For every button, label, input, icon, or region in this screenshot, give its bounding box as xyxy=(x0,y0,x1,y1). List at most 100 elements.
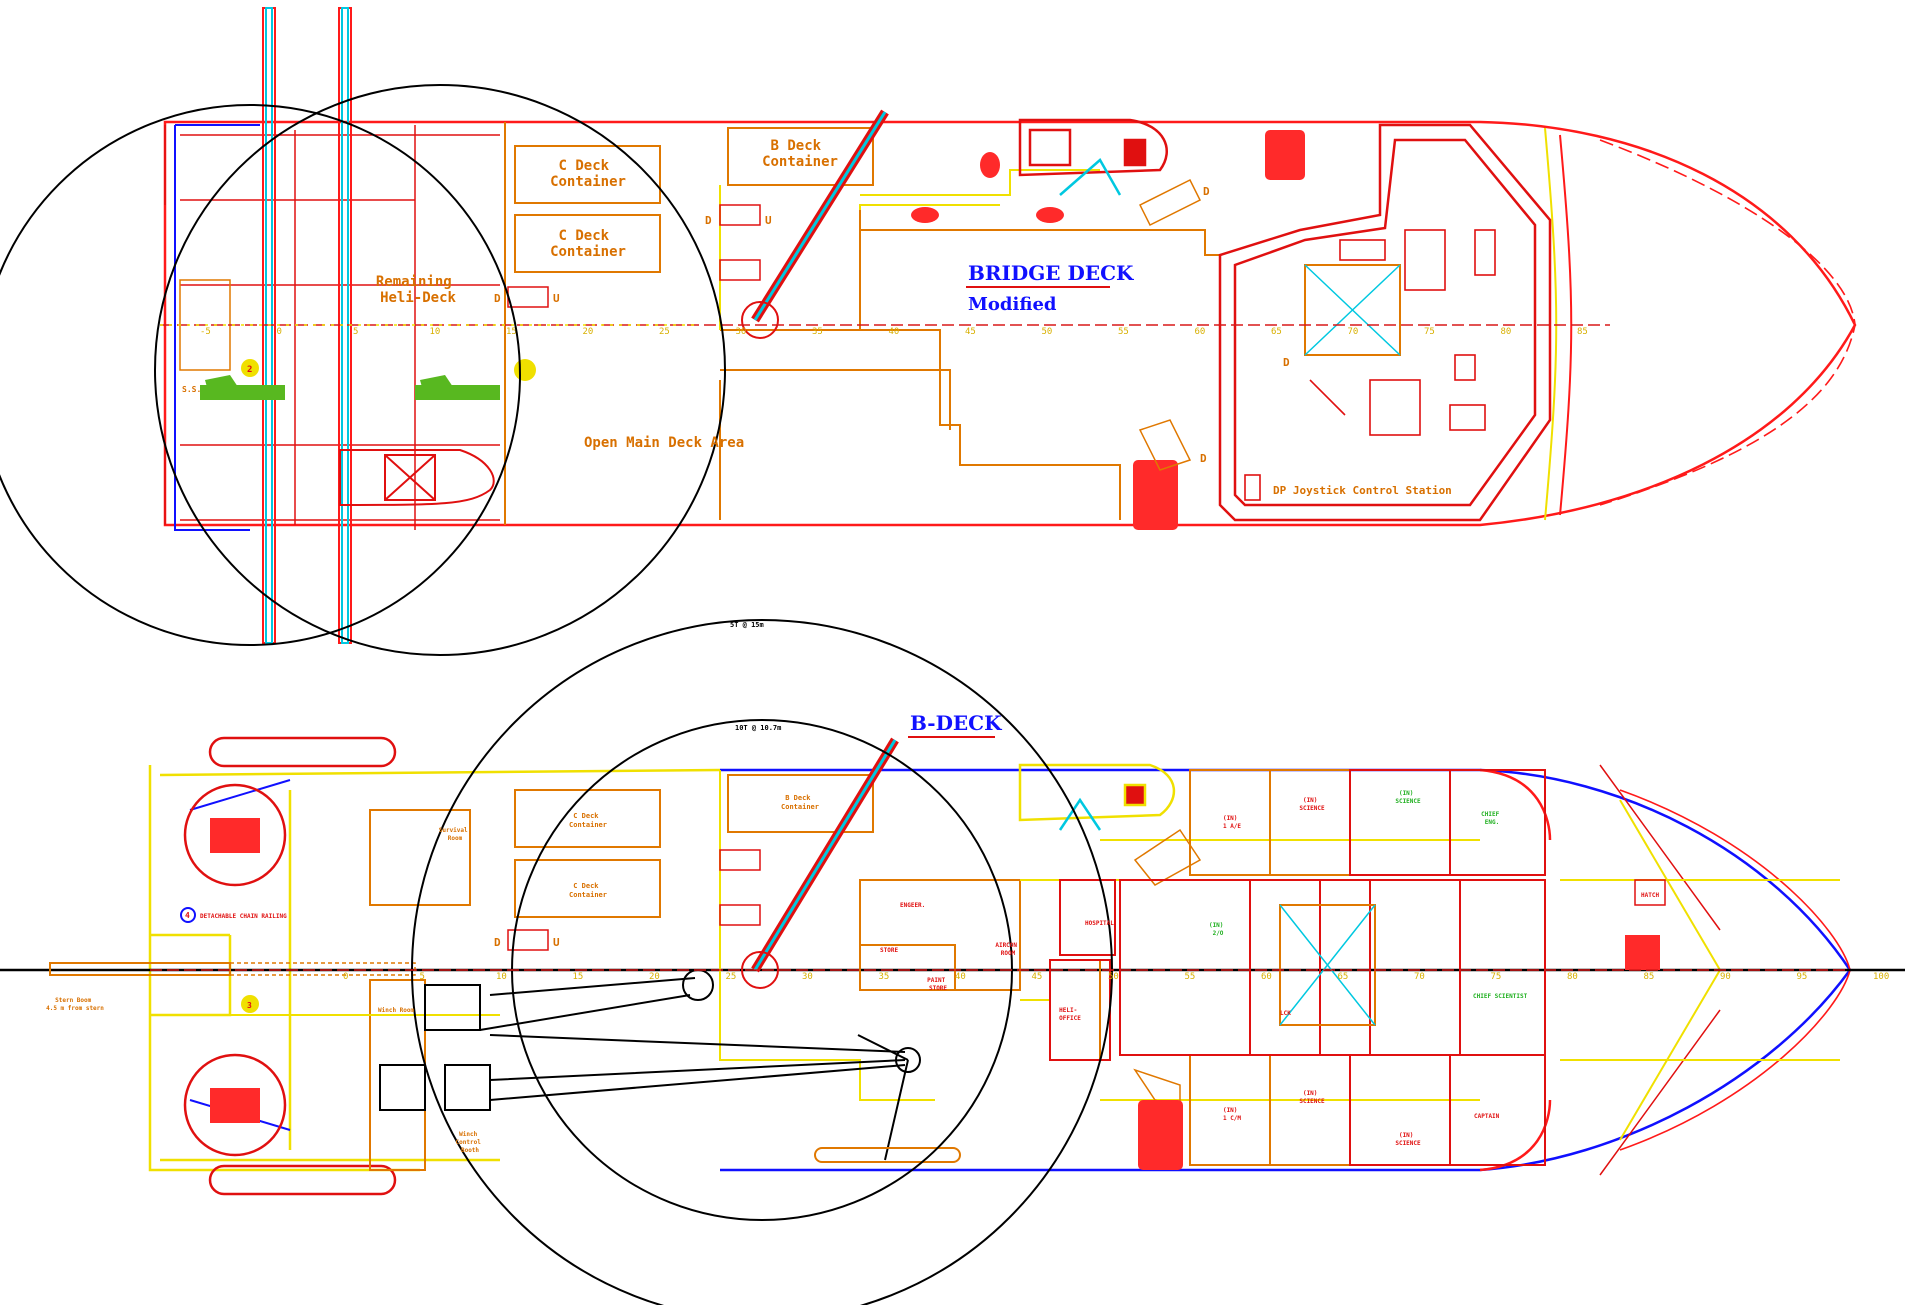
bridge-frame-tick-15: 70 xyxy=(1348,327,1359,337)
cabin-chief-eng-label: CHIEF ENG. xyxy=(1481,811,1503,826)
b-deck-liferafts xyxy=(1138,935,1660,1170)
bridge-aft-boundary xyxy=(174,125,250,531)
stair-label-d5: D xyxy=(1283,356,1290,369)
b-deck-frame-tick-12: 60 xyxy=(1261,972,1272,982)
marker-3-label: 3 xyxy=(247,1001,252,1010)
b-deck-plan: 0510152025303540455055606570758085909510… xyxy=(0,619,1905,1305)
c-deck-container-label-2: C Deck Container xyxy=(550,228,626,260)
aircon-room-label: AIRCON ROOM xyxy=(995,942,1020,957)
b-deck-frame-tick-2: 10 xyxy=(496,972,507,982)
bridge-crane xyxy=(741,109,889,339)
b-deck-frame-tick-19: 95 xyxy=(1797,972,1808,982)
lifeboat-bridge xyxy=(339,449,495,507)
store-label: STORE xyxy=(880,947,898,954)
stair-label-d2: D xyxy=(494,292,501,305)
b-deck-container-label: B Deck Container xyxy=(762,138,838,170)
bridge-frame-tick-2: 5 xyxy=(353,327,358,337)
bridge-deck-subtitle: Modified xyxy=(968,294,1057,315)
b-c-deck-container-label-1: C Deck Container xyxy=(569,812,607,829)
b-deck-container-blocks xyxy=(369,774,1101,1171)
b-deck-frame-tick-15: 75 xyxy=(1491,972,1502,982)
c-deck-container-label-1: C Deck Container xyxy=(550,158,626,190)
heli-deck-structure xyxy=(164,125,500,530)
marker-yellow-dot xyxy=(514,359,536,381)
stair-label-u1: U xyxy=(765,214,772,227)
cabin-1ae-label: (IN) 1 A/E xyxy=(1223,815,1241,830)
cabin-captain-label: CAPTAIN xyxy=(1474,1113,1500,1120)
engineer-store-label: ENGEER. xyxy=(900,902,925,909)
stern-boom xyxy=(0,962,1905,976)
b-deck-frame-tick-0: 0 xyxy=(343,972,348,982)
b-deck-rails xyxy=(150,770,1840,1101)
winch-units xyxy=(379,969,921,1161)
stair-label-u2: U xyxy=(553,292,560,305)
stair-label-d3: D xyxy=(1203,185,1210,198)
heli-office-label: HELI- OFFICE xyxy=(1059,1007,1081,1022)
wheelhouse-consoles xyxy=(1244,229,1496,501)
b-deck-stairs xyxy=(507,828,1202,1112)
bridge-frame-tick-14: 65 xyxy=(1271,327,1282,337)
b-c-deck-container-label-2: C Deck Container xyxy=(569,882,607,899)
hatch-box xyxy=(1634,879,1666,906)
b-deck-frame-tick-18: 90 xyxy=(1720,972,1731,982)
marker-3-dot xyxy=(241,995,259,1013)
b-b-deck-container-label: B Deck Container xyxy=(781,794,819,811)
lck-label: LCK xyxy=(1280,1010,1291,1017)
bridge-container-blocks xyxy=(504,122,1220,525)
marker-4-dot xyxy=(180,907,196,923)
hatch-label: HATCH xyxy=(1641,892,1659,899)
bridge-deck-title: BRIDGE DECK xyxy=(968,261,1134,285)
stair-label-d4: D xyxy=(1200,452,1207,465)
cabin-science-label-1: (IN) SCIENCE xyxy=(1299,797,1325,812)
b-deck-frame-tick-7: 35 xyxy=(879,972,890,982)
remaining-heli-deck-label: Remaining Heli-Deck xyxy=(376,274,460,306)
aft-liferaft-capsules xyxy=(183,736,397,1196)
b-deck-frame-tick-4: 20 xyxy=(649,972,660,982)
bridge-liferafts xyxy=(911,130,1305,530)
marker-2-dot xyxy=(241,359,259,377)
bridge-frame-tick-4: 15 xyxy=(506,327,517,337)
bridge-frame-tick-9: 40 xyxy=(889,327,900,337)
b-deck-frame-tick-17: 85 xyxy=(1644,972,1655,982)
bridge-frame-tick-11: 50 xyxy=(1042,327,1053,337)
b-deck-frame-tick-8: 40 xyxy=(955,972,966,982)
cabin-science-green-label-1: (IN) SCIENCE xyxy=(1395,790,1421,805)
bridge-stairs xyxy=(507,178,1202,471)
marker-4-label: 4 xyxy=(185,911,190,920)
b-deck-frame-tick-13: 65 xyxy=(1338,972,1349,982)
bridge-frame-tick-7: 30 xyxy=(736,327,747,337)
bridge-frame-tick-17: 80 xyxy=(1501,327,1512,337)
dp-joystick-label: DP Joystick Control Station xyxy=(1273,484,1452,497)
bridge-frame-tick-10: 45 xyxy=(965,327,976,337)
b-deck-frame-tick-10: 50 xyxy=(1108,972,1119,982)
b-deck-frame-tick-1: 5 xyxy=(420,972,425,982)
wheelhouse-lift xyxy=(1304,264,1401,356)
crane-radius-circle-1 xyxy=(0,104,521,646)
winch-room-label: Winch Room xyxy=(378,1007,415,1014)
bridge-frame-tick-12: 55 xyxy=(1118,327,1129,337)
crane-radius-label-10t: 10T @ 10.7m xyxy=(735,724,781,732)
cabin-science-label-2: (IN) SCIENCE xyxy=(1299,1090,1325,1105)
b-stair-label-d: D xyxy=(494,936,501,949)
paint-store-label: PAINT STORE xyxy=(927,977,949,992)
bridge-frame-tick-5: 20 xyxy=(583,327,594,337)
a-frame-rail xyxy=(814,1147,961,1163)
cabin-science-green-label-2: (IN) SCIENCE xyxy=(1395,1132,1421,1147)
b-deck-rescue-boat xyxy=(1018,763,1176,831)
wheelhouse xyxy=(1218,123,1552,522)
b-deck-frame-tick-9: 45 xyxy=(1032,972,1043,982)
b-deck-frame-tick-6: 30 xyxy=(802,972,813,982)
fast-rescue-craft xyxy=(1018,118,1168,196)
cabin-green-top-label: (IN) 2/O xyxy=(1209,922,1227,937)
stair-label-d1: D xyxy=(705,214,712,227)
b-deck-frame-tick-20: 100 xyxy=(1873,972,1889,982)
b-deck-frame-tick-16: 80 xyxy=(1567,972,1578,982)
bridge-frame-tick-0: -5 xyxy=(200,327,211,337)
hospital-label: HOSPITAL xyxy=(1085,920,1114,927)
stern-boom-label: Stern Boom 4.5 m from stern xyxy=(46,997,104,1012)
bridge-frame-tick-3: 10 xyxy=(430,327,441,337)
b-deck-frame-tick-11: 55 xyxy=(1185,972,1196,982)
